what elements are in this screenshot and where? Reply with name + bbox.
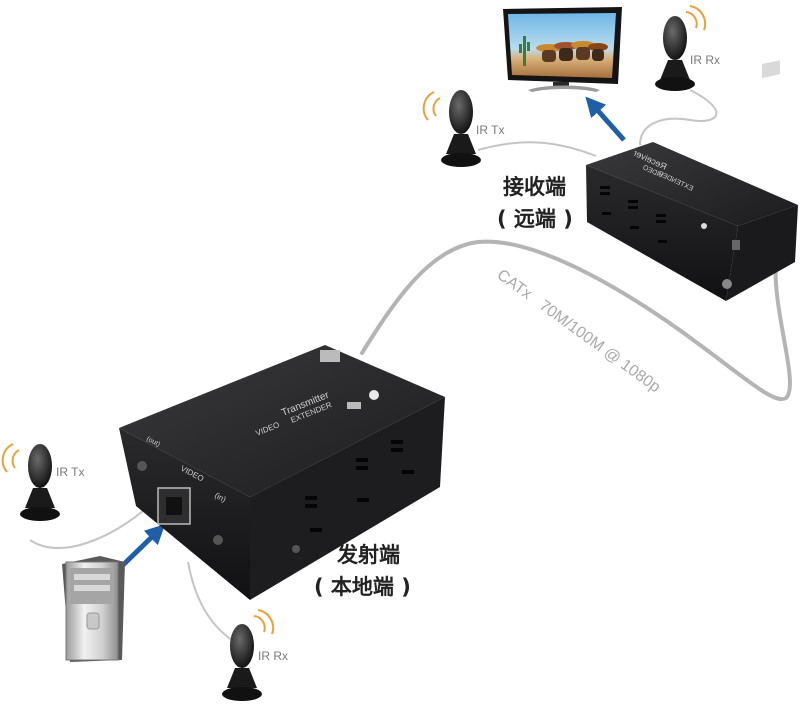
label-ir-tx-remote: IR Tx	[476, 123, 504, 137]
ir-tx-local-sensor	[1, 443, 60, 521]
receiver-subtitle: ( 远端 )	[497, 207, 573, 231]
arrow-to-tv	[585, 96, 626, 142]
transmitter-device: Transmitter VIDEO EXTENDER VIDEO (in) (o…	[119, 345, 445, 600]
ir-rx-local-wire	[187, 561, 233, 641]
catx-cable	[360, 239, 792, 402]
label-ir-rx-local: IR Rx	[258, 649, 288, 663]
arrow-from-pc	[120, 524, 166, 568]
ir-tx-local-wire	[29, 504, 151, 549]
transmitter-title: 发射端	[336, 543, 400, 567]
ir-rx-local-sensor	[222, 609, 275, 701]
label-ir-rx-remote: IR Rx	[690, 53, 720, 67]
cable-label: CATx 70M/100M @ 1080p	[494, 266, 664, 396]
transmitter-subtitle: ( 本地端 )	[314, 575, 411, 599]
ir-rx-remote-wire	[639, 89, 718, 146]
pc-tower	[62, 556, 125, 662]
tv-monitor	[503, 7, 622, 92]
ir-rx-remote-sensor	[655, 5, 707, 91]
ir-tx-remote-wire	[477, 141, 597, 157]
ir-tx-remote-sensor	[422, 90, 481, 167]
receiver-title: 接收端	[503, 175, 566, 199]
receiver-device: Receiver VIDEO EXTENDER	[586, 60, 798, 301]
label-ir-tx-local: IR Tx	[56, 465, 84, 479]
